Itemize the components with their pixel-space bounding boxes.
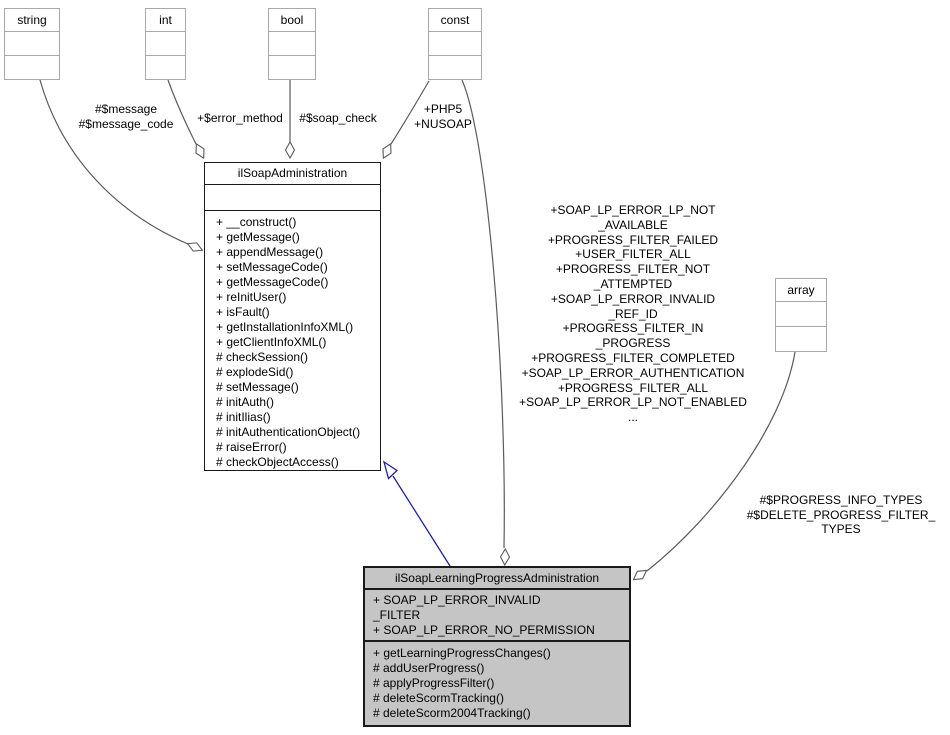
type-box-string-attrs [5,32,59,56]
type-box-bool-methods [269,56,315,79]
type-box-int-methods [146,56,185,79]
type-box-array-methods [776,327,826,351]
type-box-array-title: array [776,279,826,302]
type-box-const-methods [429,56,481,79]
method-entry: # raiseError() [216,440,287,454]
method-entry: + setMessageCode() [216,260,328,274]
type-box-array-attrs [776,302,826,327]
type-box-const-title: const [429,9,481,32]
method-entry: # explodeSid() [216,365,294,379]
type-box-bool: bool [268,8,316,80]
class-title[interactable]: ilSoapLearningProgressAdministration [365,568,629,590]
aggregation-diamond-int [195,142,205,160]
method-entry: # deleteScorm2004Tracking() [373,706,531,720]
edge-label-string-to-admin: #$message #$message_code [78,102,174,131]
inheritance-arrowhead [382,460,399,480]
type-box-string: string [4,8,60,80]
edge-label-array-to-lp: #$PROGRESS_INFO_TYPES #$DELETE_PROGRESS_… [746,493,936,537]
method-entry: + getClientInfoXML() [216,335,327,349]
edge-label-int-to-admin: +$error_method [197,111,283,125]
method-entry: # addUserProgress() [373,661,485,675]
class-box-ilsoaplearningprogressadministration[interactable]: ilSoapLearningProgressAdministration + S… [363,566,631,727]
method-entry: + appendMessage() [216,245,324,259]
attributes-compartment [205,185,380,211]
method-entry: # checkObjectAccess() [216,455,339,469]
method-entry: + isFault() [216,305,270,319]
edge-const-to-lp [461,79,505,549]
method-entry: + getLearningProgressChanges() [373,646,551,660]
method-entry: # deleteScormTracking() [373,691,504,705]
inheritance-edge [392,475,451,567]
method-entry: + getInstallationInfoXML() [216,320,354,334]
attributes-compartment: + SOAP_LP_ERROR_INVALID _FILTER+ SOAP_LP… [365,590,629,642]
aggregation-diamond-string [186,242,204,252]
methods-compartment: + __construct()+ getMessage()+ appendMes… [205,211,380,470]
method-entry: + reInitUser() [216,290,287,304]
type-box-array: array [775,278,827,352]
class-title[interactable]: ilSoapAdministration [205,163,380,185]
type-box-string-methods [5,56,59,79]
aggregation-diamond-const-lp [499,547,511,567]
method-entry: # initIlias() [216,410,271,424]
type-box-int-attrs [146,32,185,56]
method-entry: # initAuthenticationObject() [216,425,361,439]
method-entry: + getMessage() [216,230,300,244]
method-entry: # setMessage() [216,380,299,394]
type-box-int-title: int [146,9,185,32]
type-box-const: const [428,8,482,80]
edge-label-const-to-admin: +PHP5 +NUSOAP [414,102,472,131]
method-entry: # initAuth() [216,395,275,409]
edge-label-const-to-lp: +SOAP_LP_ERROR_LP_NOT _AVAILABLE +PROGRE… [519,203,747,425]
type-box-bool-title: bool [269,9,315,32]
aggregation-diamond-array-lp [632,569,648,581]
method-entry: # checkSession() [216,350,309,364]
aggregation-diamond-bool [284,140,296,160]
attribute-entry: + SOAP_LP_ERROR_INVALID _FILTER [373,593,541,622]
method-entry: # applyProgressFilter() [373,676,495,690]
type-box-const-attrs [429,32,481,56]
edge-label-bool-to-admin: #$soap_check [299,111,377,125]
attribute-entry: + SOAP_LP_ERROR_NO_PERMISSION [373,623,595,637]
method-entry: + getMessageCode() [216,275,329,289]
method-entry: + __construct() [216,215,297,229]
type-box-bool-attrs [269,32,315,56]
class-box-ilsoapadministration[interactable]: ilSoapAdministration + __construct()+ ge… [204,162,381,471]
methods-compartment: + getLearningProgressChanges()# addUserP… [365,642,629,725]
type-box-string-title: string [5,9,59,32]
aggregation-diamond-const-admin [382,142,392,160]
type-box-int: int [145,8,186,80]
